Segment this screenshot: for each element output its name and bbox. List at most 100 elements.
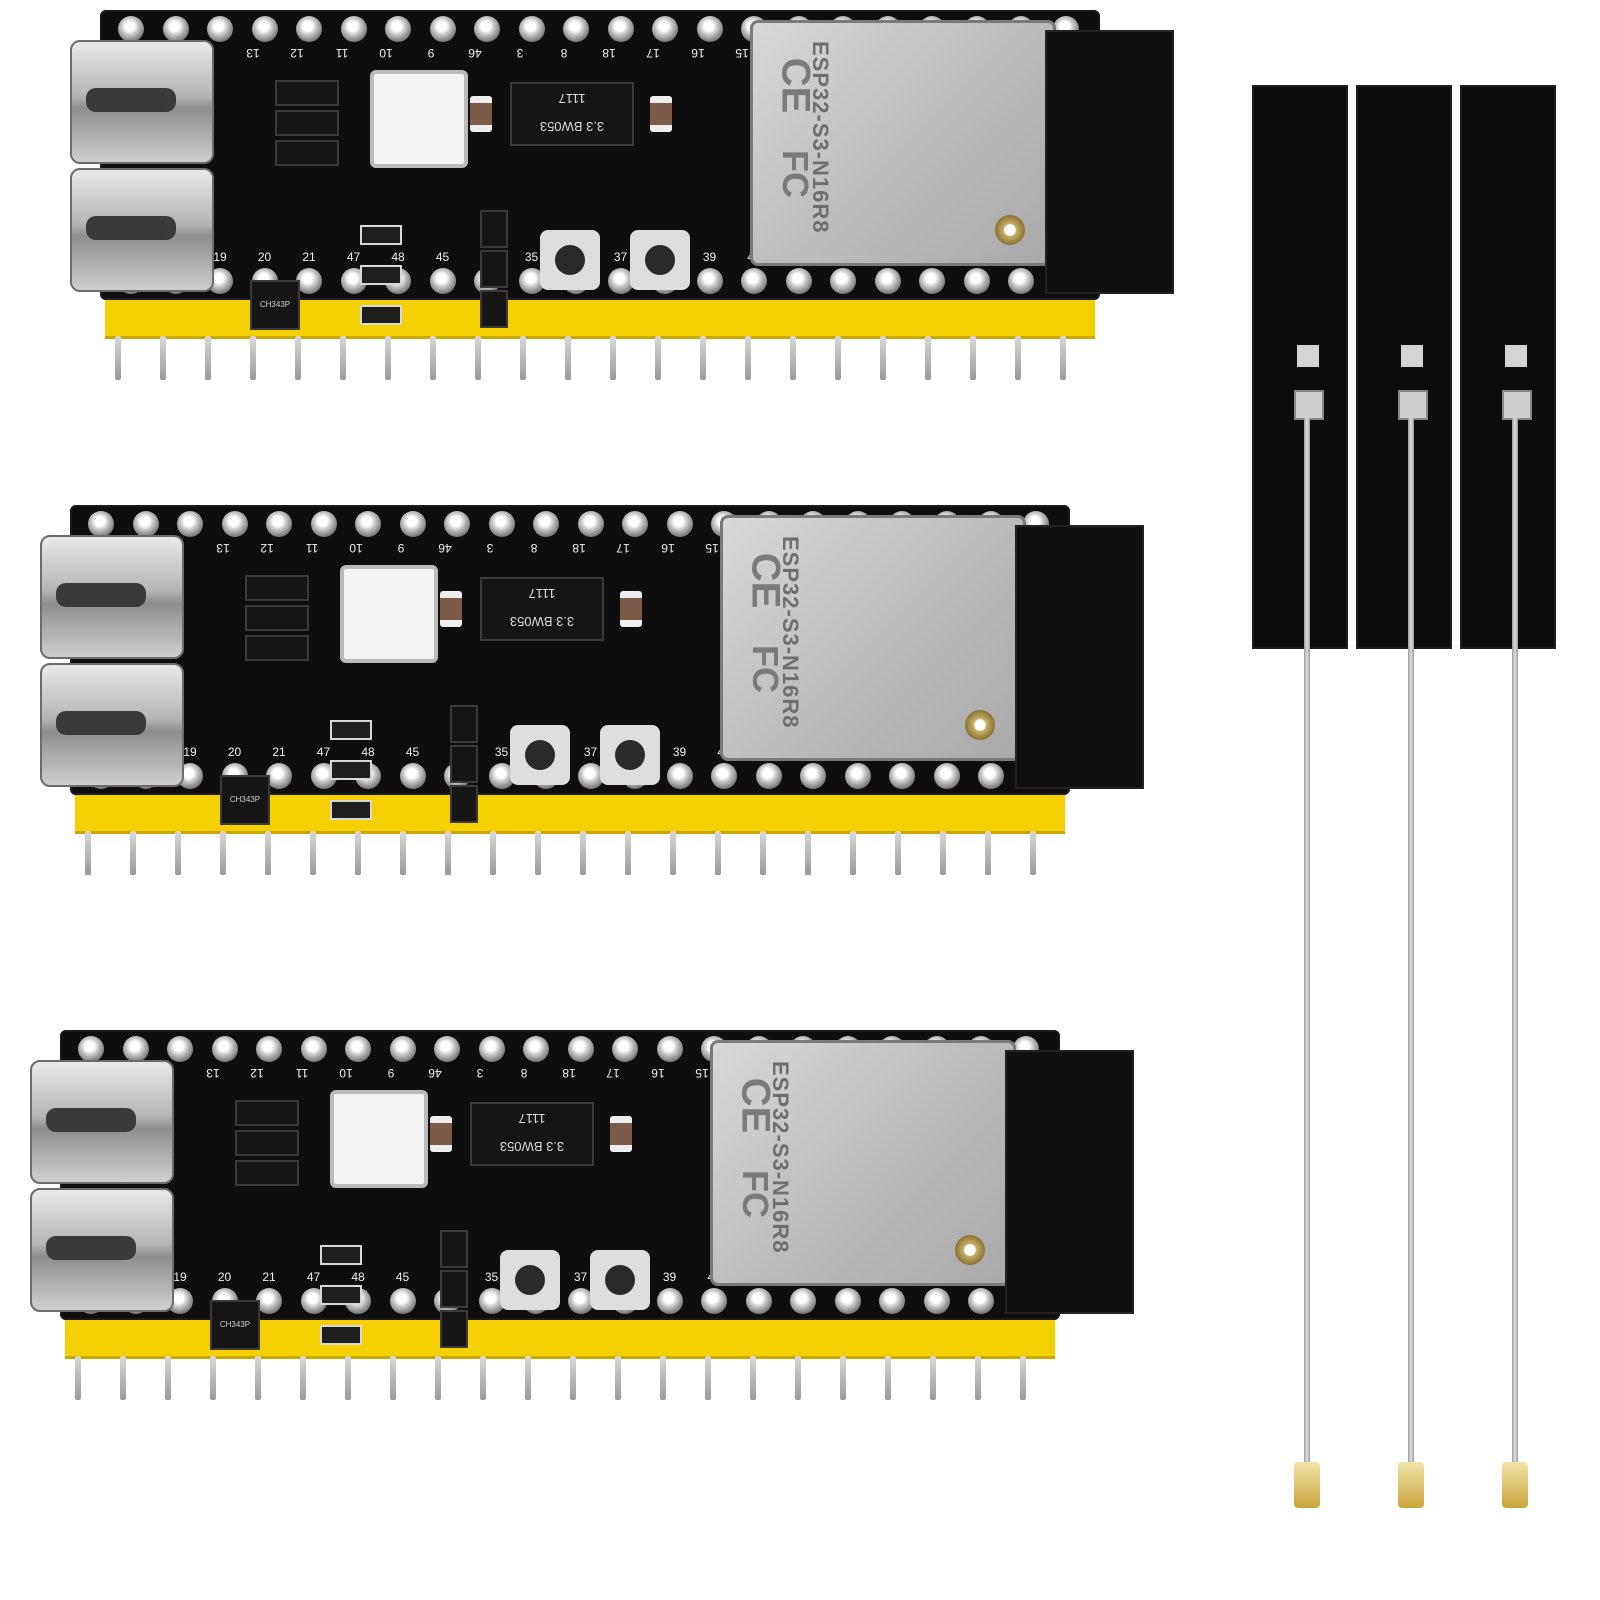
top-pin-label: 8: [520, 1066, 528, 1080]
ufl-connector: [965, 710, 995, 740]
top-pin-pad: [577, 511, 604, 537]
flex-antenna-1: [1252, 85, 1348, 649]
top-pin-pad: [474, 16, 500, 42]
regulator-label: 1117: [528, 586, 556, 601]
header-leg: [925, 336, 931, 380]
antenna-cable: [1408, 418, 1414, 1463]
header-leg: [390, 1356, 396, 1400]
header-leg: [1060, 336, 1066, 380]
boot-button: [500, 1250, 560, 1310]
top-pin-label: 46: [438, 541, 452, 555]
top-pin-label: 13: [245, 46, 260, 60]
usb-c-port-1: [30, 1060, 174, 1184]
bottom-pin-label: 19: [183, 745, 197, 759]
header-leg: [970, 336, 976, 380]
header-leg: [310, 831, 316, 875]
pcb-antenna-area: [1045, 30, 1174, 294]
bottom-pin-label: 47: [306, 1270, 321, 1284]
bottom-pin-label: 20: [227, 745, 242, 759]
rgb-led: [330, 1090, 428, 1188]
top-pin-label: 17: [606, 1066, 620, 1080]
capacitor: [440, 591, 462, 627]
top-pin-label: 18: [571, 541, 586, 555]
usb-chip-label: CH343P: [259, 300, 291, 309]
header-leg: [880, 336, 886, 380]
header-leg: [1015, 336, 1021, 380]
smd-component: [450, 745, 478, 783]
bottom-pin-pad: [741, 268, 767, 294]
header-leg: [220, 831, 226, 875]
bottom-pin-pad: [978, 763, 1004, 789]
top-pin-label: 10: [349, 541, 363, 555]
top-pin-label: 9: [397, 541, 404, 555]
header-leg: [160, 336, 166, 380]
top-pin-pad: [88, 511, 114, 537]
capacitor: [470, 96, 492, 132]
usb-serial-chip: CH343P: [220, 775, 270, 825]
ufl-plug: [1502, 390, 1532, 420]
top-pin-label: 17: [646, 46, 660, 60]
antenna-cable: [1304, 418, 1310, 1463]
usb-c-port-2: [70, 168, 214, 292]
top-pin-label: 12: [260, 541, 274, 555]
dev-board-3: 141312111094638181716157654RST3V33V3GNDG…: [0, 1030, 1134, 1400]
header-leg: [885, 1356, 891, 1400]
bottom-pin-label: 47: [346, 250, 361, 264]
bottom-pin-pad: [567, 1288, 594, 1314]
flex-antenna-2: [1356, 85, 1452, 649]
regulator-label: 1117: [558, 91, 586, 106]
antenna-cable: [1512, 418, 1518, 1463]
header-leg: [385, 336, 391, 380]
smd-component: [440, 1230, 468, 1268]
header-leg: [790, 336, 796, 380]
header-leg: [615, 1356, 621, 1400]
bottom-pin-label: 47: [316, 745, 331, 759]
bottom-pin-label: 35: [494, 745, 509, 759]
pcb-antenna-area: [1015, 525, 1144, 789]
header-leg: [120, 1356, 126, 1400]
usb-serial-chip: CH343P: [250, 280, 300, 330]
rgb-led: [370, 70, 468, 168]
header-leg: [610, 336, 616, 380]
top-pin-label: 46: [468, 46, 482, 60]
top-pin-label: 16: [690, 46, 705, 60]
header-leg: [700, 336, 706, 380]
bottom-pin-pad: [790, 1288, 816, 1314]
bottom-pin-pad: [399, 763, 426, 789]
top-pin-label: 9: [427, 46, 434, 60]
smd-component: [275, 110, 339, 136]
header-leg: [715, 831, 721, 875]
top-pin-pad: [340, 16, 367, 42]
top-pin-pad: [162, 16, 189, 42]
header-leg: [850, 831, 856, 875]
bottom-pin-label: 35: [484, 1270, 499, 1284]
usb-c-slot: [46, 1108, 136, 1132]
header-leg: [940, 831, 946, 875]
smd-component: [245, 635, 309, 661]
top-pin-pad: [434, 1036, 460, 1062]
top-pin-label: 11: [295, 1066, 308, 1080]
reset-button: [630, 230, 690, 290]
bottom-pin-label: 39: [672, 745, 687, 759]
top-pin-pad: [296, 16, 322, 42]
top-pin-pad: [300, 1036, 327, 1062]
smd-component: [440, 1310, 468, 1348]
bottom-pin-pad: [296, 268, 322, 294]
header-leg: [1020, 1356, 1026, 1400]
top-pin-pad: [207, 16, 233, 42]
header-leg: [480, 1356, 486, 1400]
header-leg: [805, 831, 811, 875]
ufl-connector: [995, 215, 1025, 245]
bottom-pin-pad: [577, 763, 604, 789]
bottom-pin-pad: [874, 268, 901, 294]
top-pin-pad: [656, 1036, 683, 1062]
smd-component: [275, 80, 339, 106]
pcb-antenna-area: [1005, 1050, 1134, 1314]
antenna-feed-pad: [1297, 345, 1319, 367]
header-leg: [655, 336, 661, 380]
top-pin-pad: [118, 16, 144, 42]
bottom-pin-label: 45: [405, 745, 420, 759]
usb-chip-label: CH343P: [219, 1320, 251, 1329]
top-pin-label: 18: [601, 46, 616, 60]
